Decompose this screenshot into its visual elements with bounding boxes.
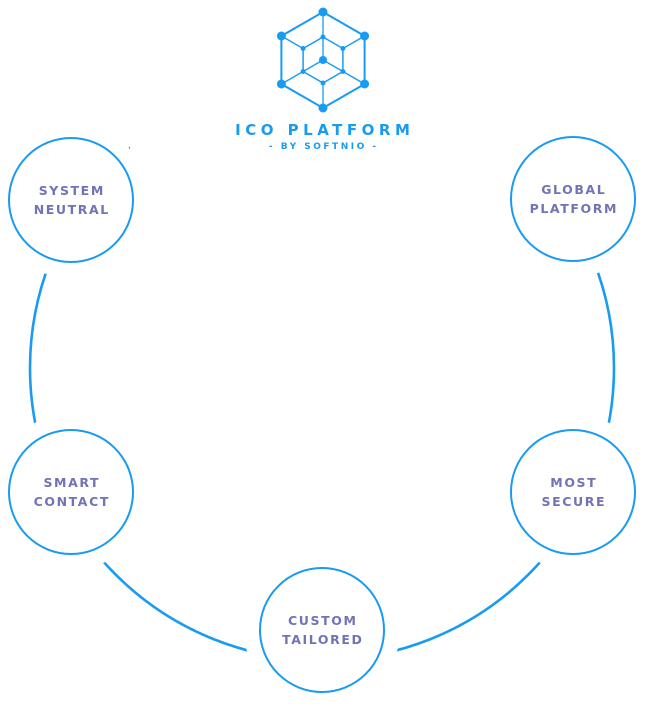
feature-label-line: GLOBAL xyxy=(541,181,607,197)
brand-title: ICO PLATFORM xyxy=(235,121,415,139)
hexagon-node-dots xyxy=(276,7,369,113)
feature-label-line: SECURE xyxy=(541,494,607,509)
feature-node-most-secure: MOST SECURE xyxy=(510,429,636,555)
feature-label-line: MOST xyxy=(550,474,598,490)
brand-subtitle: - BY SOFTNIO - xyxy=(268,142,379,152)
feature-label-line: TAILORED xyxy=(282,632,364,647)
feature-label-smart-contact: SMART CONTACT xyxy=(32,473,110,512)
feature-label-global-platform: GLOBAL PLATFORM xyxy=(528,180,618,219)
feature-node-smart-contact: SMART CONTACT xyxy=(8,429,134,555)
brand-block: ICO PLATFORM - BY SOFTNIO - xyxy=(130,0,515,166)
feature-label-line: SYSTEM xyxy=(38,182,105,198)
feature-label-line: CUSTOM xyxy=(288,612,358,628)
feature-node-system-neutral: SYSTEM NEUTRAL xyxy=(8,137,134,263)
feature-label-line: NEUTRAL xyxy=(33,202,110,217)
feature-node-custom-tailored: CUSTOM TAILORED xyxy=(259,567,385,693)
feature-label-custom-tailored: CUSTOM TAILORED xyxy=(281,611,364,650)
feature-label-line: SMART xyxy=(43,474,101,490)
feature-label-system-neutral: SYSTEM NEUTRAL xyxy=(32,181,110,220)
feature-label-line: PLATFORM xyxy=(529,201,618,216)
feature-node-global-platform: GLOBAL PLATFORM xyxy=(510,136,636,262)
hexagon-network-icon xyxy=(276,7,369,113)
feature-label-line: CONTACT xyxy=(33,494,110,509)
feature-label-most-secure: MOST SECURE xyxy=(540,473,606,512)
